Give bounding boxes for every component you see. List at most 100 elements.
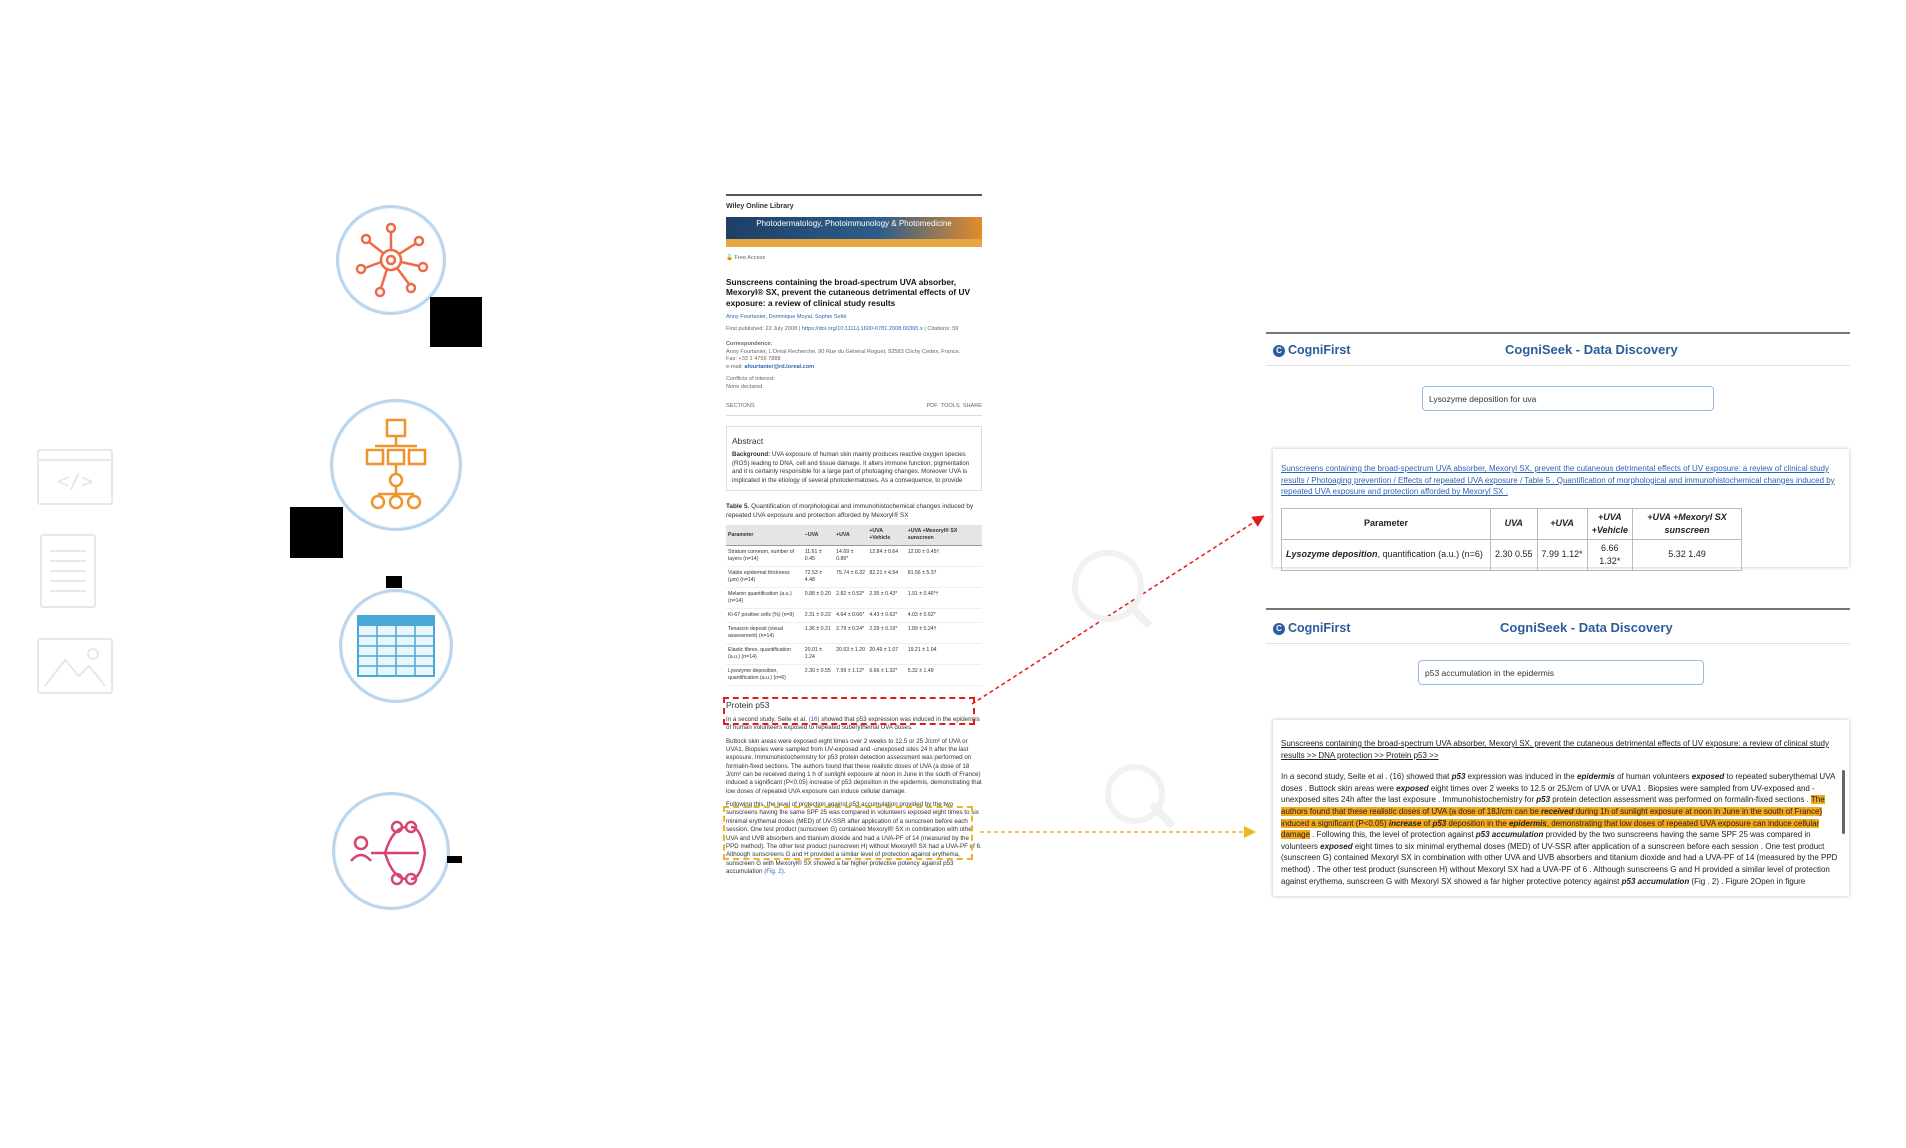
result-table-header: +UVA +Mexoryl SX sunscreen bbox=[1632, 507, 1743, 540]
magnifier-icon bbox=[1072, 550, 1144, 622]
search-input[interactable] bbox=[1418, 660, 1704, 685]
magnifier-icon bbox=[1105, 764, 1165, 824]
text-span: . Following this, the level of protectio… bbox=[1309, 830, 1476, 840]
result-breadcrumb: Sunscreens containing the broad-spectrum… bbox=[1281, 738, 1841, 761]
para3-end: . bbox=[783, 867, 786, 875]
network-hub-icon bbox=[336, 205, 446, 315]
text-bold: exposed bbox=[1396, 783, 1429, 793]
result-table: Parameter UVA +UVA +UVA +Vehicle +UVA +M… bbox=[1281, 507, 1743, 571]
table-row: Tenascin deposit (visual assessment) (n=… bbox=[726, 622, 982, 645]
breadcrumb-link[interactable]: DNA protection bbox=[1318, 750, 1373, 760]
divider bbox=[1266, 643, 1850, 644]
table-cell: Ki-67 positive cells (%) (n=9) bbox=[726, 608, 803, 624]
email-label: e-mail: bbox=[726, 363, 743, 370]
table-cell: 2.29 ± 0.19* bbox=[867, 622, 906, 645]
para1-pre: In a second study, Seite et al. bbox=[726, 715, 807, 723]
scrollbar[interactable] bbox=[1842, 770, 1845, 834]
panel-title: CogniSeek - Data Discovery bbox=[1500, 620, 1673, 635]
paper-page: Wiley Online Library Photodermatology, P… bbox=[726, 194, 982, 964]
search-input[interactable] bbox=[1422, 386, 1714, 411]
cogniseek-panel-1 bbox=[1266, 332, 1850, 366]
citations: Citations: 59 bbox=[927, 325, 959, 332]
doi-link[interactable]: https://doi.org/10.1111/j.1600-0781.2008… bbox=[801, 325, 923, 332]
table-cell: 5.32 ± 1.49 bbox=[905, 664, 982, 687]
breadcrumb-link[interactable]: Effects of repeated UVA exposure bbox=[1397, 475, 1518, 485]
table-cell: 2.31 ± 0.22 bbox=[802, 608, 835, 624]
table-row: Lysozyme deposition, quantification (a.u… bbox=[726, 664, 982, 687]
table-row: Stratum corneum, number of layers (n=14)… bbox=[726, 545, 982, 568]
breadcrumb-sep: >> bbox=[1306, 750, 1317, 760]
para3: Following this, the level of protection … bbox=[726, 801, 982, 875]
breadcrumb-link[interactable]: Table 5 . Quantification of morphologica… bbox=[1281, 475, 1835, 497]
logo-text: CogniFirst bbox=[1288, 621, 1351, 635]
table-cell: 1.89 ± 0.24† bbox=[905, 622, 982, 645]
table-cell: 7.99 ± 1.12* bbox=[834, 664, 868, 687]
row-label-rest: , quantification (a.u.) (n=6) bbox=[1377, 549, 1483, 560]
text-span: eight times to six minimal erythemal dos… bbox=[1281, 841, 1838, 886]
first-published: First published: 22 July 2008 bbox=[726, 325, 798, 332]
text-span: In a second study, Seite et al . (16) sh… bbox=[1281, 772, 1452, 782]
table-cell: 5.32 1.49 bbox=[1632, 538, 1743, 571]
table-cell: 2.79 ± 0.24* bbox=[834, 622, 868, 645]
result-table-header: Parameter bbox=[1281, 507, 1491, 540]
breadcrumb-link[interactable]: Protein p53 bbox=[1386, 750, 1427, 760]
fax: Fax: +33 1 4756 7888 bbox=[726, 356, 781, 363]
breadcrumb-sep: >> bbox=[1374, 750, 1384, 760]
table-cell: 2.35 ± 0.43* bbox=[867, 587, 906, 610]
text-bold: p53 accumulation bbox=[1475, 830, 1544, 840]
fig-link[interactable]: (Fig. 2) bbox=[764, 867, 784, 875]
table-cell: 7.99 1.12* bbox=[1536, 538, 1588, 571]
pdf-button[interactable]: PDF bbox=[926, 403, 938, 410]
table-cell: 19.21 ± 1.04 bbox=[905, 643, 982, 666]
table-cell: Tenascin deposit (visual assessment) (n=… bbox=[726, 622, 803, 645]
table-icon bbox=[339, 589, 453, 703]
table-cell: Stratum corneum, number of layers (n=14) bbox=[726, 545, 803, 568]
table-row: Ki-67 positive cells (%) (n=9)2.31 ± 0.2… bbox=[726, 608, 982, 624]
black-block bbox=[290, 507, 343, 558]
text-span: provided by the two sunscreens having th… bbox=[1281, 830, 1811, 851]
paper-table-header: Parameter bbox=[726, 525, 803, 547]
authors[interactable]: Anny Fourtanier, Dominique Moyal, Sophie… bbox=[726, 314, 847, 321]
panel-title: CogniSeek - Data Discovery bbox=[1505, 342, 1678, 357]
table-cell: 1.36 ± 0.21 bbox=[802, 622, 835, 645]
table-cell: Lysozyme deposition, quantification (a.u… bbox=[726, 664, 803, 687]
ref-link[interactable]: (16) bbox=[808, 715, 820, 723]
table-cell: 1.91 ± 0.46*† bbox=[905, 587, 982, 610]
breadcrumb-link[interactable]: Photoaging prevention bbox=[1311, 475, 1392, 485]
paper-table: Parameter −UVA +UVA +UVA +Vehicle +UVA +… bbox=[726, 525, 982, 687]
background-label: Background: bbox=[732, 451, 771, 459]
protein-p53-heading: Protein p53 bbox=[726, 700, 770, 711]
text-span: protein detection assessment was perform… bbox=[1550, 795, 1811, 805]
result-table-header: +UVA bbox=[1536, 507, 1588, 540]
table-caption-label: Table 5. bbox=[726, 502, 750, 510]
correspondence-label: Correspondence: bbox=[726, 341, 773, 348]
tools-button[interactable]: TOOLS bbox=[940, 403, 960, 410]
share-button[interactable]: SHARE bbox=[962, 403, 982, 410]
table-cell: 81.56 ± 5.37 bbox=[905, 566, 982, 589]
text-span: (Fig . 2) . Figure 2Open in figure bbox=[1689, 876, 1806, 886]
sections-button[interactable]: SECTIONS bbox=[726, 403, 755, 410]
breadcrumb-link[interactable]: Sunscreens containing the broad-spectrum… bbox=[1281, 739, 1829, 760]
table-cell: 20.49 ± 1.07 bbox=[867, 643, 906, 666]
table-row: Viable epidermal thickness (μm) (n=14)72… bbox=[726, 566, 982, 589]
table-cell: 6.66 1.32* bbox=[1586, 538, 1634, 571]
breadcrumb-link[interactable]: Sunscreens containing the broad-spectrum… bbox=[1281, 464, 1829, 485]
breadcrumb-sep: / bbox=[1517, 475, 1525, 485]
paper-table-header: −UVA bbox=[802, 525, 835, 547]
table-cell: Melanin quantification (a.u.) (n=14) bbox=[726, 587, 803, 610]
table-cell: 4.03 ± 0.62* bbox=[905, 608, 982, 624]
result-breadcrumb: Sunscreens containing the broad-spectrum… bbox=[1281, 463, 1841, 498]
divider bbox=[1266, 365, 1850, 366]
text-bold: p53 bbox=[1536, 795, 1551, 805]
logo-icon: C bbox=[1273, 344, 1285, 357]
text-span: to repeated suberythemal UVA doses . But… bbox=[1281, 772, 1835, 793]
coi: None declared. bbox=[726, 383, 764, 390]
table-row: Melanin quantification (a.u.) (n=14)0.88… bbox=[726, 587, 982, 610]
table-cell: 6.66 ± 1.32* bbox=[867, 664, 906, 687]
table-cell: 12.84 ± 0.64 bbox=[867, 545, 906, 568]
table-cell: 2.30 ± 0.55 bbox=[802, 664, 835, 687]
email-link[interactable]: afourtanier@rd.loreal.com bbox=[744, 363, 815, 370]
free-access: Free Access bbox=[734, 255, 766, 262]
table-cell: 20.63 ± 1.20 bbox=[834, 643, 868, 666]
breadcrumb-sep: / bbox=[1391, 475, 1398, 485]
